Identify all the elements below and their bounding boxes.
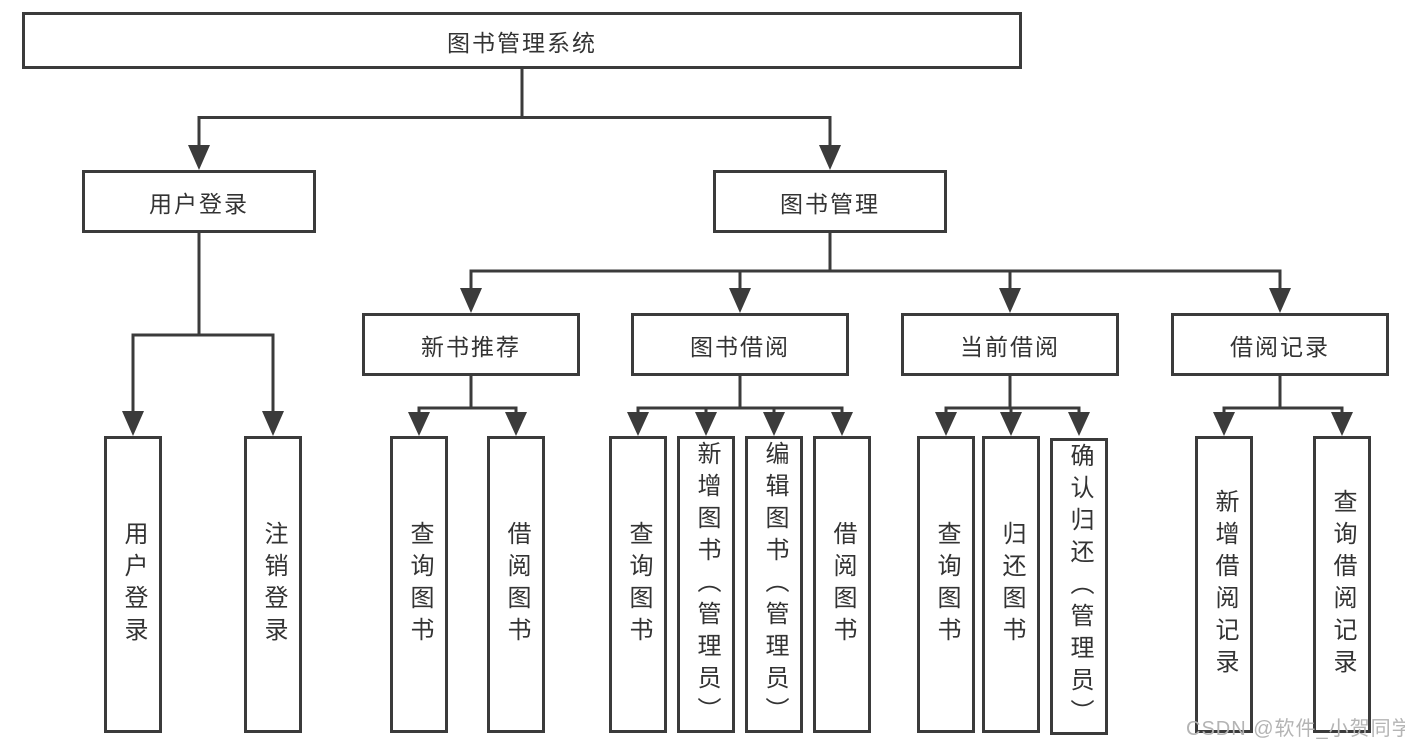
leaf-newbook-borrow-book-label: 借阅图书: [503, 520, 530, 649]
node-book-borrowing: 图书借阅: [631, 313, 849, 376]
node-new-book-recommend: 新书推荐: [362, 313, 580, 376]
leaf-confirm-return-admin-label: 确认归还（管理员）: [1066, 442, 1093, 731]
node-new-book-recommend-label: 新书推荐: [421, 333, 521, 360]
leaf-newbook-query-book: 查询图书: [390, 436, 448, 733]
node-root: 图书管理系统: [22, 12, 1022, 69]
leaf-add-book-admin-label: 新增图书（管理员）: [693, 440, 720, 729]
leaf-borrowing-query-book: 查询图书: [609, 436, 667, 733]
node-borrow-records: 借阅记录: [1171, 313, 1389, 376]
leaf-borrowing-borrow-book-label: 借阅图书: [829, 520, 856, 649]
leaf-confirm-return-admin: 确认归还（管理员）: [1050, 438, 1108, 735]
leaf-borrowing-query-book-label: 查询图书: [625, 520, 652, 649]
arrowheads: [122, 145, 1353, 436]
node-book-management-label: 图书管理: [780, 190, 880, 217]
csdn-watermark: CSDN @软件_小贺同学: [1186, 718, 1405, 740]
node-user-login: 用户登录: [82, 170, 316, 233]
leaf-current-query-book: 查询图书: [917, 436, 975, 733]
node-book-management: 图书管理: [713, 170, 947, 233]
leaf-add-borrow-record-label: 新增借阅记录: [1211, 488, 1238, 681]
leaf-add-book-admin: 新增图书（管理员）: [677, 436, 735, 733]
leaf-query-borrow-record: 查询借阅记录: [1313, 436, 1371, 733]
leaf-query-borrow-record-label: 查询借阅记录: [1329, 488, 1356, 681]
node-borrow-records-label: 借阅记录: [1230, 333, 1330, 360]
leaf-newbook-query-book-label: 查询图书: [406, 520, 433, 649]
node-root-label: 图书管理系统: [447, 29, 597, 56]
node-current-borrowing: 当前借阅: [901, 313, 1119, 376]
leaf-newbook-borrow-book: 借阅图书: [487, 436, 545, 733]
leaf-add-borrow-record: 新增借阅记录: [1195, 436, 1253, 733]
leaf-logout-label: 注销登录: [260, 520, 287, 649]
node-current-borrowing-label: 当前借阅: [960, 333, 1060, 360]
leaf-return-book: 归还图书: [982, 436, 1040, 733]
leaf-edit-book-admin-label: 编辑图书（管理员）: [761, 440, 788, 729]
leaf-return-book-label: 归还图书: [998, 520, 1025, 649]
leaf-edit-book-admin: 编辑图书（管理员）: [745, 436, 803, 733]
leaf-user-login: 用户登录: [104, 436, 162, 733]
node-book-borrowing-label: 图书借阅: [690, 333, 790, 360]
leaf-borrowing-borrow-book: 借阅图书: [813, 436, 871, 733]
leaf-logout: 注销登录: [244, 436, 302, 733]
node-user-login-label: 用户登录: [149, 190, 249, 217]
leaf-current-query-book-label: 查询图书: [933, 520, 960, 649]
leaf-user-login-label: 用户登录: [120, 520, 147, 649]
